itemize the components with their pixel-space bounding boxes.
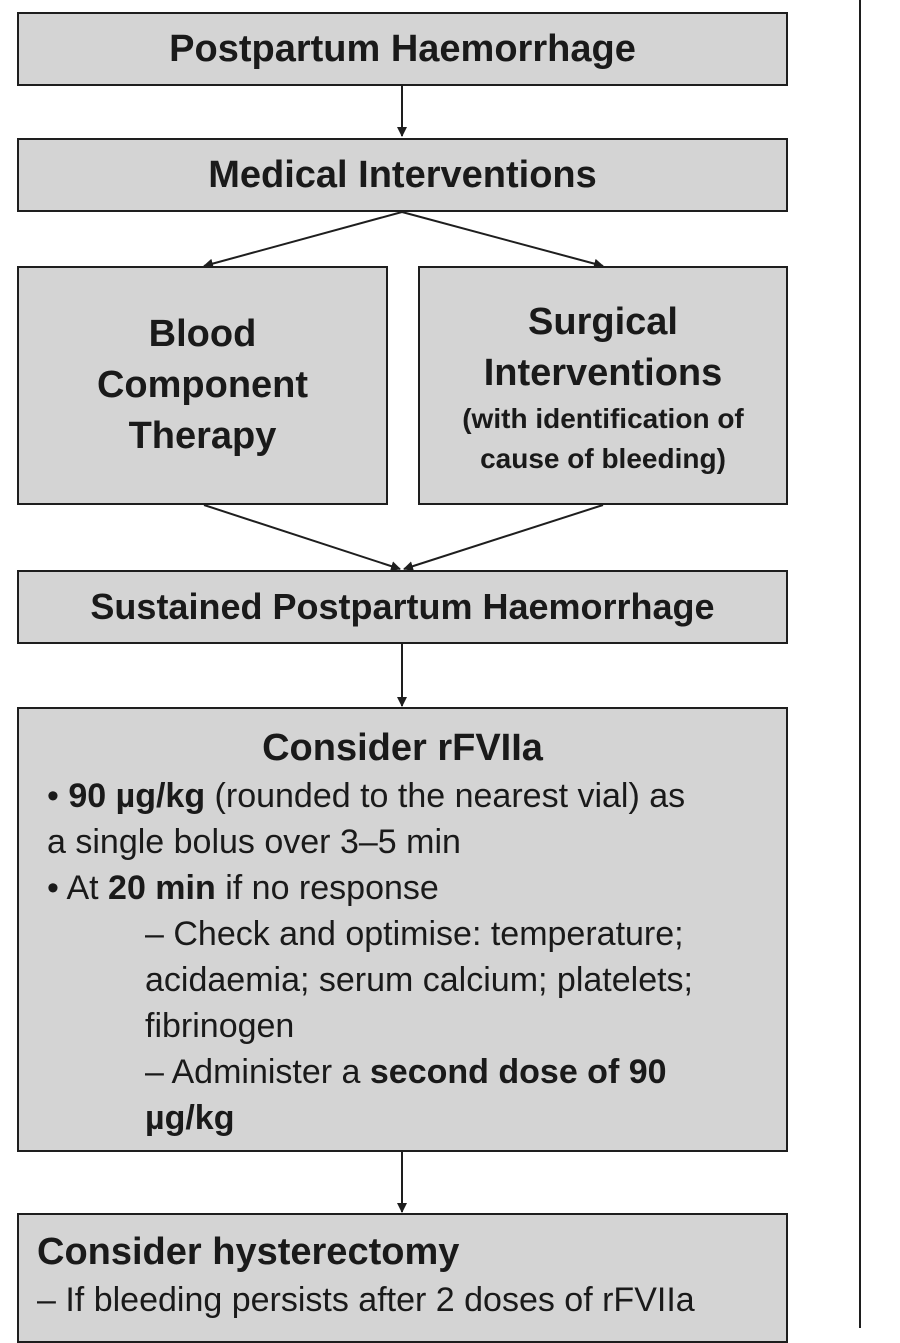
rfviia-20min-item: • At 20 min if no response	[47, 865, 776, 911]
blood-label-line-3: Therapy	[128, 415, 277, 457]
time-text: if no response	[215, 869, 439, 907]
surgical-note-line-2: cause of bleeding)	[480, 442, 726, 474]
arrow-surgical-to-sustained	[403, 504, 604, 572]
second-dose-text: – Administer a	[145, 1053, 370, 1091]
rfviia-title: Consider rFVIIa	[262, 727, 543, 769]
surgical-interventions-box: Surgical Interventions (with identificat…	[418, 266, 788, 505]
dose-text-continued: a single bolus over 3–5 min	[47, 823, 461, 861]
arrow-medical-to-blood	[203, 211, 403, 269]
blood-label-line-1: Blood	[148, 313, 257, 355]
hysterectomy-text: – If bleeding persists after 2 doses of …	[37, 1281, 695, 1319]
second-dose-item: – Administer a second dose of 90	[47, 1049, 776, 1095]
dose-text: (rounded to the nearest vial) as	[205, 777, 686, 815]
rfviia-dose-item: • 90 µg/kg (rounded to the nearest vial)…	[47, 773, 776, 819]
right-border-line	[859, 0, 861, 1328]
arrow-medical-to-surgical	[401, 211, 604, 269]
time-value: 20 min	[108, 869, 216, 907]
bullet-prefix: • At	[47, 869, 109, 907]
bullet: •	[47, 777, 69, 815]
sustained-haemorrhage-label: Sustained Postpartum Haemorrhage	[90, 586, 715, 627]
check-optimise-line-3: fibrinogen	[145, 1007, 295, 1045]
consider-hysterectomy-box: Consider hysterectomy – If bleeding pers…	[17, 1213, 788, 1343]
check-optimise-line-1: – Check and optimise: temperature;	[145, 915, 684, 953]
check-optimise-line-2: acidaemia; serum calcium; platelets;	[145, 961, 694, 999]
sustained-haemorrhage-box: Sustained Postpartum Haemorrhage	[17, 570, 788, 644]
postpartum-haemorrhage-label: Postpartum Haemorrhage	[169, 27, 636, 70]
arrow-blood-to-sustained	[203, 504, 401, 571]
blood-component-therapy-box: Blood Component Therapy	[17, 266, 388, 505]
postpartum-haemorrhage-box: Postpartum Haemorrhage	[17, 12, 788, 86]
blood-label-line-2: Component	[96, 364, 309, 406]
surgical-label-line-1: Surgical	[528, 300, 678, 343]
dose-value: 90 µg/kg	[68, 777, 206, 815]
surgical-label-line-2: Interventions	[483, 351, 723, 394]
medical-interventions-label: Medical Interventions	[208, 153, 597, 196]
hysterectomy-title: Consider hysterectomy	[37, 1231, 460, 1273]
second-dose-value: second dose of 90	[369, 1053, 667, 1091]
medical-interventions-box: Medical Interventions	[17, 138, 788, 212]
second-dose-unit: µg/kg	[145, 1099, 235, 1137]
consider-rfviia-box: Consider rFVIIa • 90 µg/kg (rounded to t…	[17, 707, 788, 1152]
surgical-note-line-1: (with identification of	[462, 402, 744, 434]
